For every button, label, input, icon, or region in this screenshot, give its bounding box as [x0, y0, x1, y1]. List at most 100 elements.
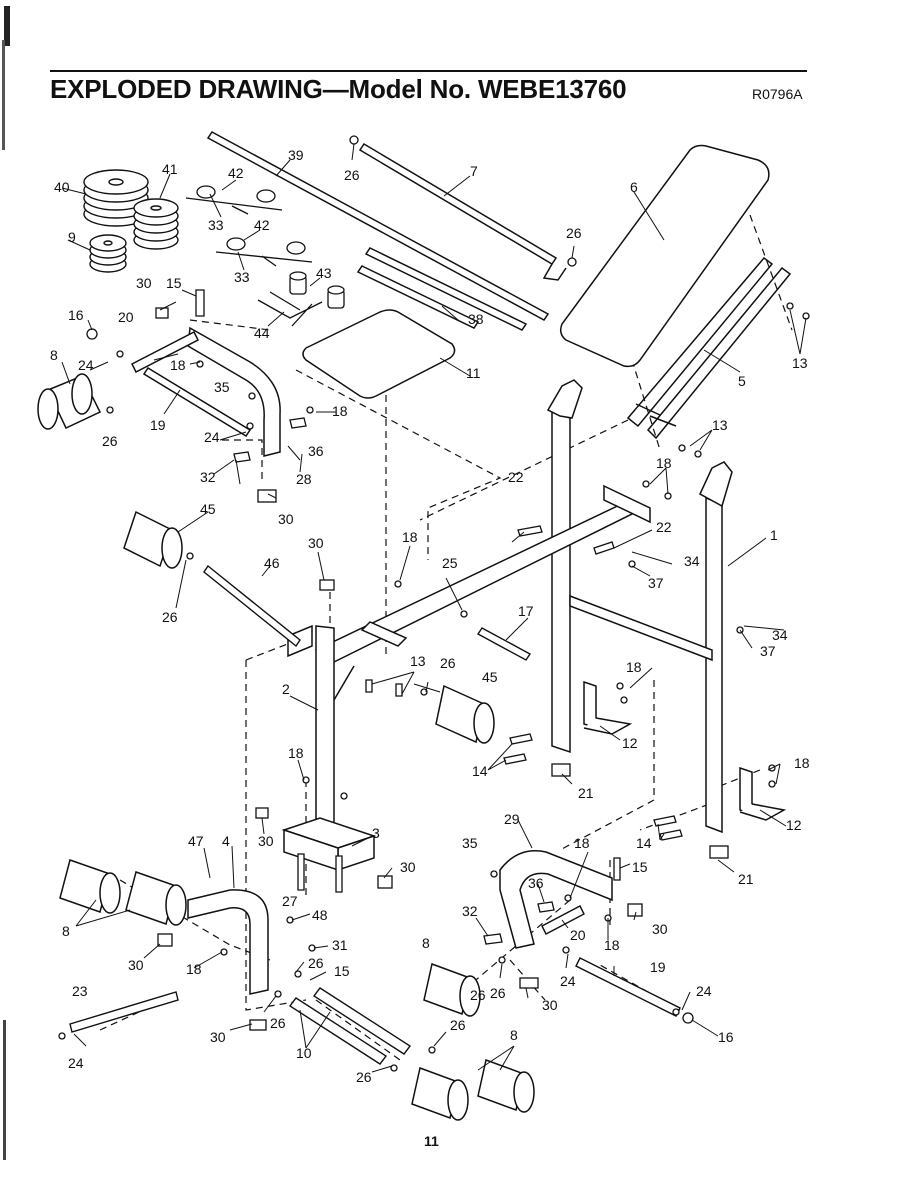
callout-18: 18: [656, 455, 672, 471]
callout-37: 37: [648, 575, 664, 591]
callout-24: 24: [68, 1055, 84, 1071]
callout-19: 19: [150, 417, 166, 433]
callout-48: 48: [312, 907, 328, 923]
callout-19: 19: [650, 959, 666, 975]
callout-46: 46: [264, 555, 280, 571]
callout-10: 10: [296, 1045, 312, 1061]
callout-35: 35: [214, 379, 230, 395]
callout-35: 35: [462, 835, 478, 851]
collars-clips: [185, 185, 345, 327]
callout-30: 30: [542, 997, 558, 1013]
callout-24: 24: [204, 429, 220, 445]
callout-3: 3: [372, 825, 380, 841]
callout-26: 26: [308, 955, 324, 971]
callout-8: 8: [50, 347, 58, 363]
callout-34: 34: [772, 627, 788, 643]
callout-18: 18: [604, 937, 620, 953]
callout-13: 13: [410, 653, 426, 669]
callout-34: 34: [684, 553, 700, 569]
callout-43: 43: [316, 265, 332, 281]
callout-30: 30: [136, 275, 152, 291]
callout-30: 30: [210, 1029, 226, 1045]
callout-18: 18: [332, 403, 348, 419]
callout-21: 21: [738, 871, 754, 887]
callout-13: 13: [712, 417, 728, 433]
callout-15: 15: [632, 859, 648, 875]
callout-36: 36: [528, 875, 544, 891]
leg-lever-assemblies: [187, 850, 613, 995]
seat-pad: [302, 309, 456, 399]
callout-1: 1: [770, 527, 778, 543]
callout-4: 4: [222, 833, 230, 849]
scan-edge-mark: [3, 1020, 6, 1160]
callout-26: 26: [566, 225, 582, 241]
callout-8: 8: [510, 1027, 518, 1043]
callout-26: 26: [490, 985, 506, 1001]
callout-38: 38: [468, 311, 484, 327]
callout-18: 18: [402, 529, 418, 545]
callout-31: 31: [332, 937, 348, 953]
callout-14: 14: [472, 763, 488, 779]
callout-18: 18: [288, 745, 304, 761]
callout-33: 33: [208, 217, 224, 233]
callout-16: 16: [68, 307, 84, 323]
main-frame: [281, 379, 787, 872]
callout-45: 45: [200, 501, 216, 517]
callout-17: 17: [518, 603, 534, 619]
callout-26: 26: [102, 433, 118, 449]
callout-5: 5: [738, 373, 746, 389]
foam-rollers: [37, 373, 535, 1121]
callout-26: 26: [470, 987, 486, 1003]
callout-30: 30: [258, 833, 274, 849]
callout-12: 12: [786, 817, 802, 833]
callout-45: 45: [482, 669, 498, 685]
callout-9: 9: [68, 229, 76, 245]
callout-42: 42: [254, 217, 270, 233]
page-title: EXPLODED DRAWING—Model No. WEBE13760: [50, 74, 627, 104]
callout-20: 20: [118, 309, 134, 325]
callout-32: 32: [200, 469, 216, 485]
callout-30: 30: [400, 859, 416, 875]
leader-lines: [61, 143, 807, 1073]
callout-26: 26: [440, 655, 456, 671]
callout-16: 16: [718, 1029, 734, 1045]
drawing-code: R0796A: [752, 86, 803, 102]
backrest-pad: [559, 144, 770, 368]
callout-8: 8: [62, 923, 70, 939]
callout-44: 44: [254, 325, 270, 341]
callout-18: 18: [186, 961, 202, 977]
callout-26: 26: [450, 1017, 466, 1033]
callout-18: 18: [626, 659, 642, 675]
callout-24: 24: [560, 973, 576, 989]
callout-26: 26: [356, 1069, 372, 1085]
callout-36: 36: [308, 443, 324, 459]
callout-24: 24: [696, 983, 712, 999]
callout-18: 18: [574, 835, 590, 851]
callout-14: 14: [636, 835, 652, 851]
callout-29: 29: [504, 811, 520, 827]
callout-7: 7: [470, 163, 478, 179]
callout-21: 21: [578, 785, 594, 801]
callout-18: 18: [794, 755, 810, 771]
callout-39: 39: [288, 147, 304, 163]
callout-24: 24: [78, 357, 94, 373]
backrest-frame: [626, 256, 792, 440]
callout-37: 37: [760, 643, 776, 659]
bars: [206, 131, 567, 331]
callout-42: 42: [228, 165, 244, 181]
callout-47: 47: [188, 833, 204, 849]
callout-15: 15: [334, 963, 350, 979]
callout-26: 26: [270, 1015, 286, 1031]
callout-32: 32: [462, 903, 478, 919]
callout-22: 22: [508, 469, 524, 485]
title-rule: [50, 70, 807, 72]
callout-6: 6: [630, 179, 638, 195]
callout-27: 27: [282, 893, 298, 909]
tubes: [69, 564, 681, 1065]
callout-30: 30: [652, 921, 668, 937]
callout-30: 30: [128, 957, 144, 973]
callout-12: 12: [622, 735, 638, 751]
callout-26: 26: [162, 609, 178, 625]
callout-22: 22: [656, 519, 672, 535]
